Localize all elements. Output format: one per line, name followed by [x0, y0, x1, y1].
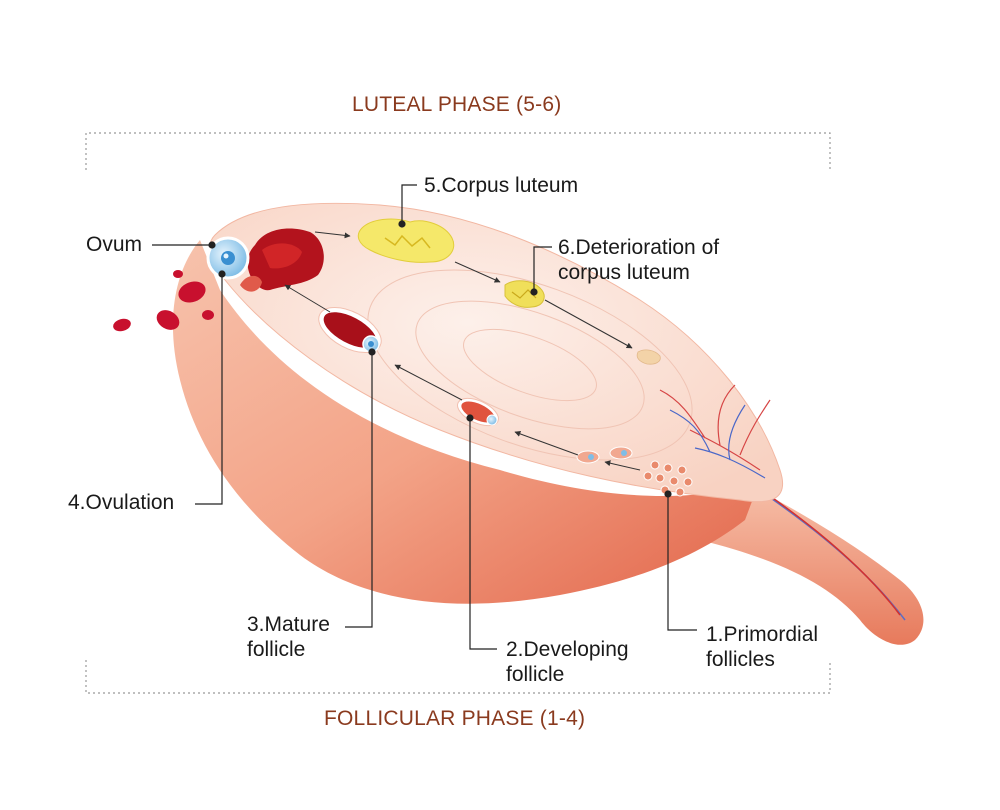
leader-primordial-follicles — [667, 494, 697, 631]
leader-deterioration — [533, 246, 552, 292]
label-developing-follicle: 2.Developing follicle — [506, 637, 629, 687]
label-mature-follicle-line1: 3.Mature — [247, 613, 330, 636]
leader-mature-follicle — [345, 352, 373, 628]
ovary — [172, 202, 924, 645]
label-developing-follicle-line2: follicle — [506, 663, 565, 686]
label-deterioration-line2: corpus luteum — [558, 261, 690, 284]
leader-corpus-luteum — [401, 184, 417, 224]
leader-ovulation — [195, 274, 223, 505]
mature-follicle-shape — [318, 306, 382, 354]
label-mature-follicle-line2: follicle — [247, 638, 306, 661]
blood-droplets — [113, 270, 214, 332]
leader-lines — [152, 184, 697, 650]
label-ovulation: 4.Ovulation — [68, 491, 175, 514]
label-developing-follicle-line1: 2.Developing — [506, 638, 629, 661]
ovarian-ligament — [700, 470, 924, 645]
follicular-phase-title: FOLLICULAR PHASE (1-4) — [324, 707, 586, 730]
label-mature-follicle: 3.Mature follicle — [247, 612, 330, 662]
blood-vessels — [659, 384, 771, 479]
label-primordial-follicles: 1.Primordial follicles — [706, 622, 818, 672]
label-deterioration-line1: 6.Deterioration of — [558, 236, 720, 259]
luteal-bracket — [85, 132, 831, 170]
ovulation-rupture — [240, 228, 324, 292]
cycle-arrows — [284, 231, 641, 471]
label-ovum: Ovum — [86, 233, 143, 256]
corpus-luteum-shape — [357, 218, 455, 263]
luteal-phase-title: LUTEAL PHASE (5-6) — [352, 93, 562, 116]
early-follicles — [576, 446, 633, 464]
ovary-side — [172, 240, 761, 604]
ovary-cut-surface — [209, 202, 784, 503]
label-primordial-follicles-line2: follicles — [706, 648, 775, 671]
residual-corpus-albicans — [636, 349, 661, 365]
leader-developing-follicle — [469, 418, 497, 650]
follicular-bracket — [85, 660, 831, 694]
label-corpus-luteum: 5.Corpus luteum — [424, 174, 579, 197]
label-deterioration: 6.Deterioration of corpus luteum — [558, 235, 719, 285]
label-primordial-follicles-line1: 1.Primordial — [706, 623, 819, 646]
ovum-cell — [206, 236, 250, 280]
